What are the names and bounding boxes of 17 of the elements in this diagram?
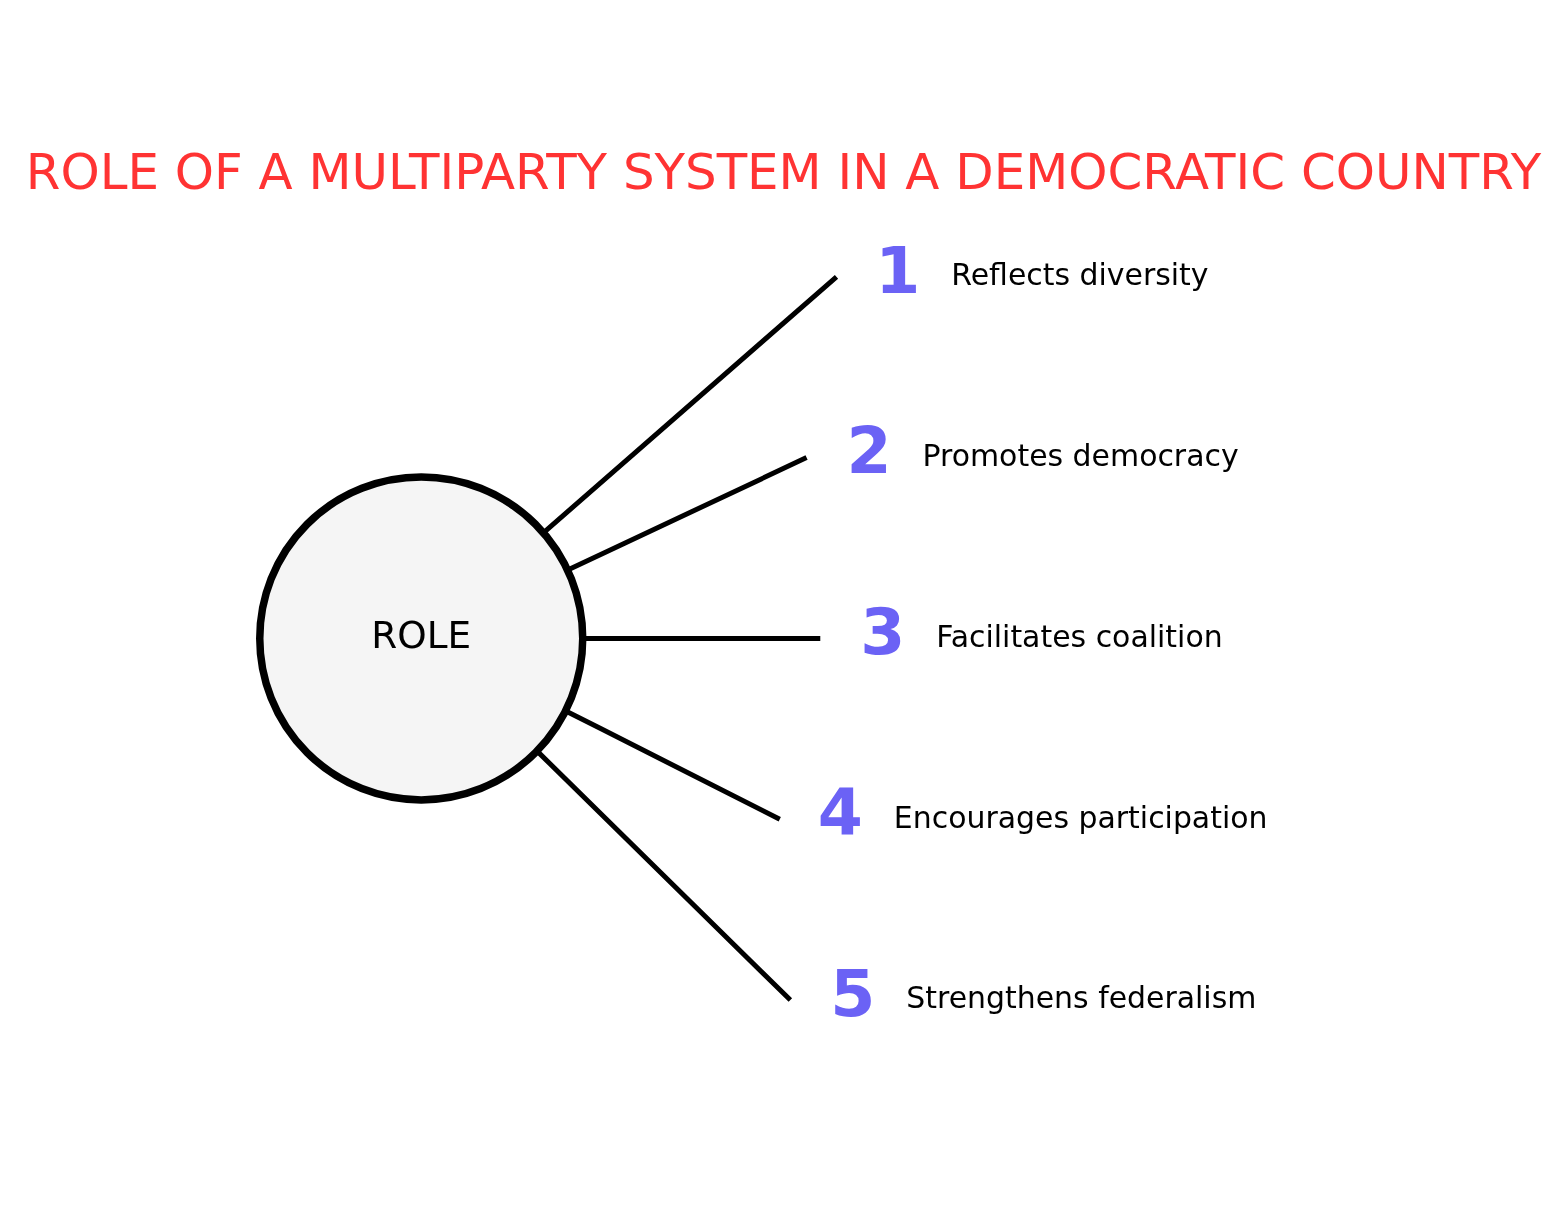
node-label: Strengthens federalism [906, 979, 1257, 1015]
node-circle: ROLE [256, 472, 587, 804]
connector [566, 454, 808, 572]
connector [564, 708, 781, 821]
node-text: 4 [817, 774, 863, 850]
node-text: 2 [846, 412, 892, 488]
node-text: 5 [830, 955, 876, 1031]
diagram-title: ROLE OF A MULTIPARTY SYSTEM IN A DEMOCRATIC COUNTRY [25, 142, 1542, 201]
connector [583, 635, 821, 641]
node-label: Encourages participation [893, 799, 1268, 835]
node-text: 3 [860, 593, 906, 669]
node-label: Facilitates coalition [936, 618, 1223, 654]
node-text: 1 [875, 232, 921, 308]
node-label: Promotes democracy [922, 437, 1239, 473]
connector [535, 749, 793, 1002]
connector [542, 274, 839, 534]
node-label: Reflects diversity [951, 256, 1209, 292]
